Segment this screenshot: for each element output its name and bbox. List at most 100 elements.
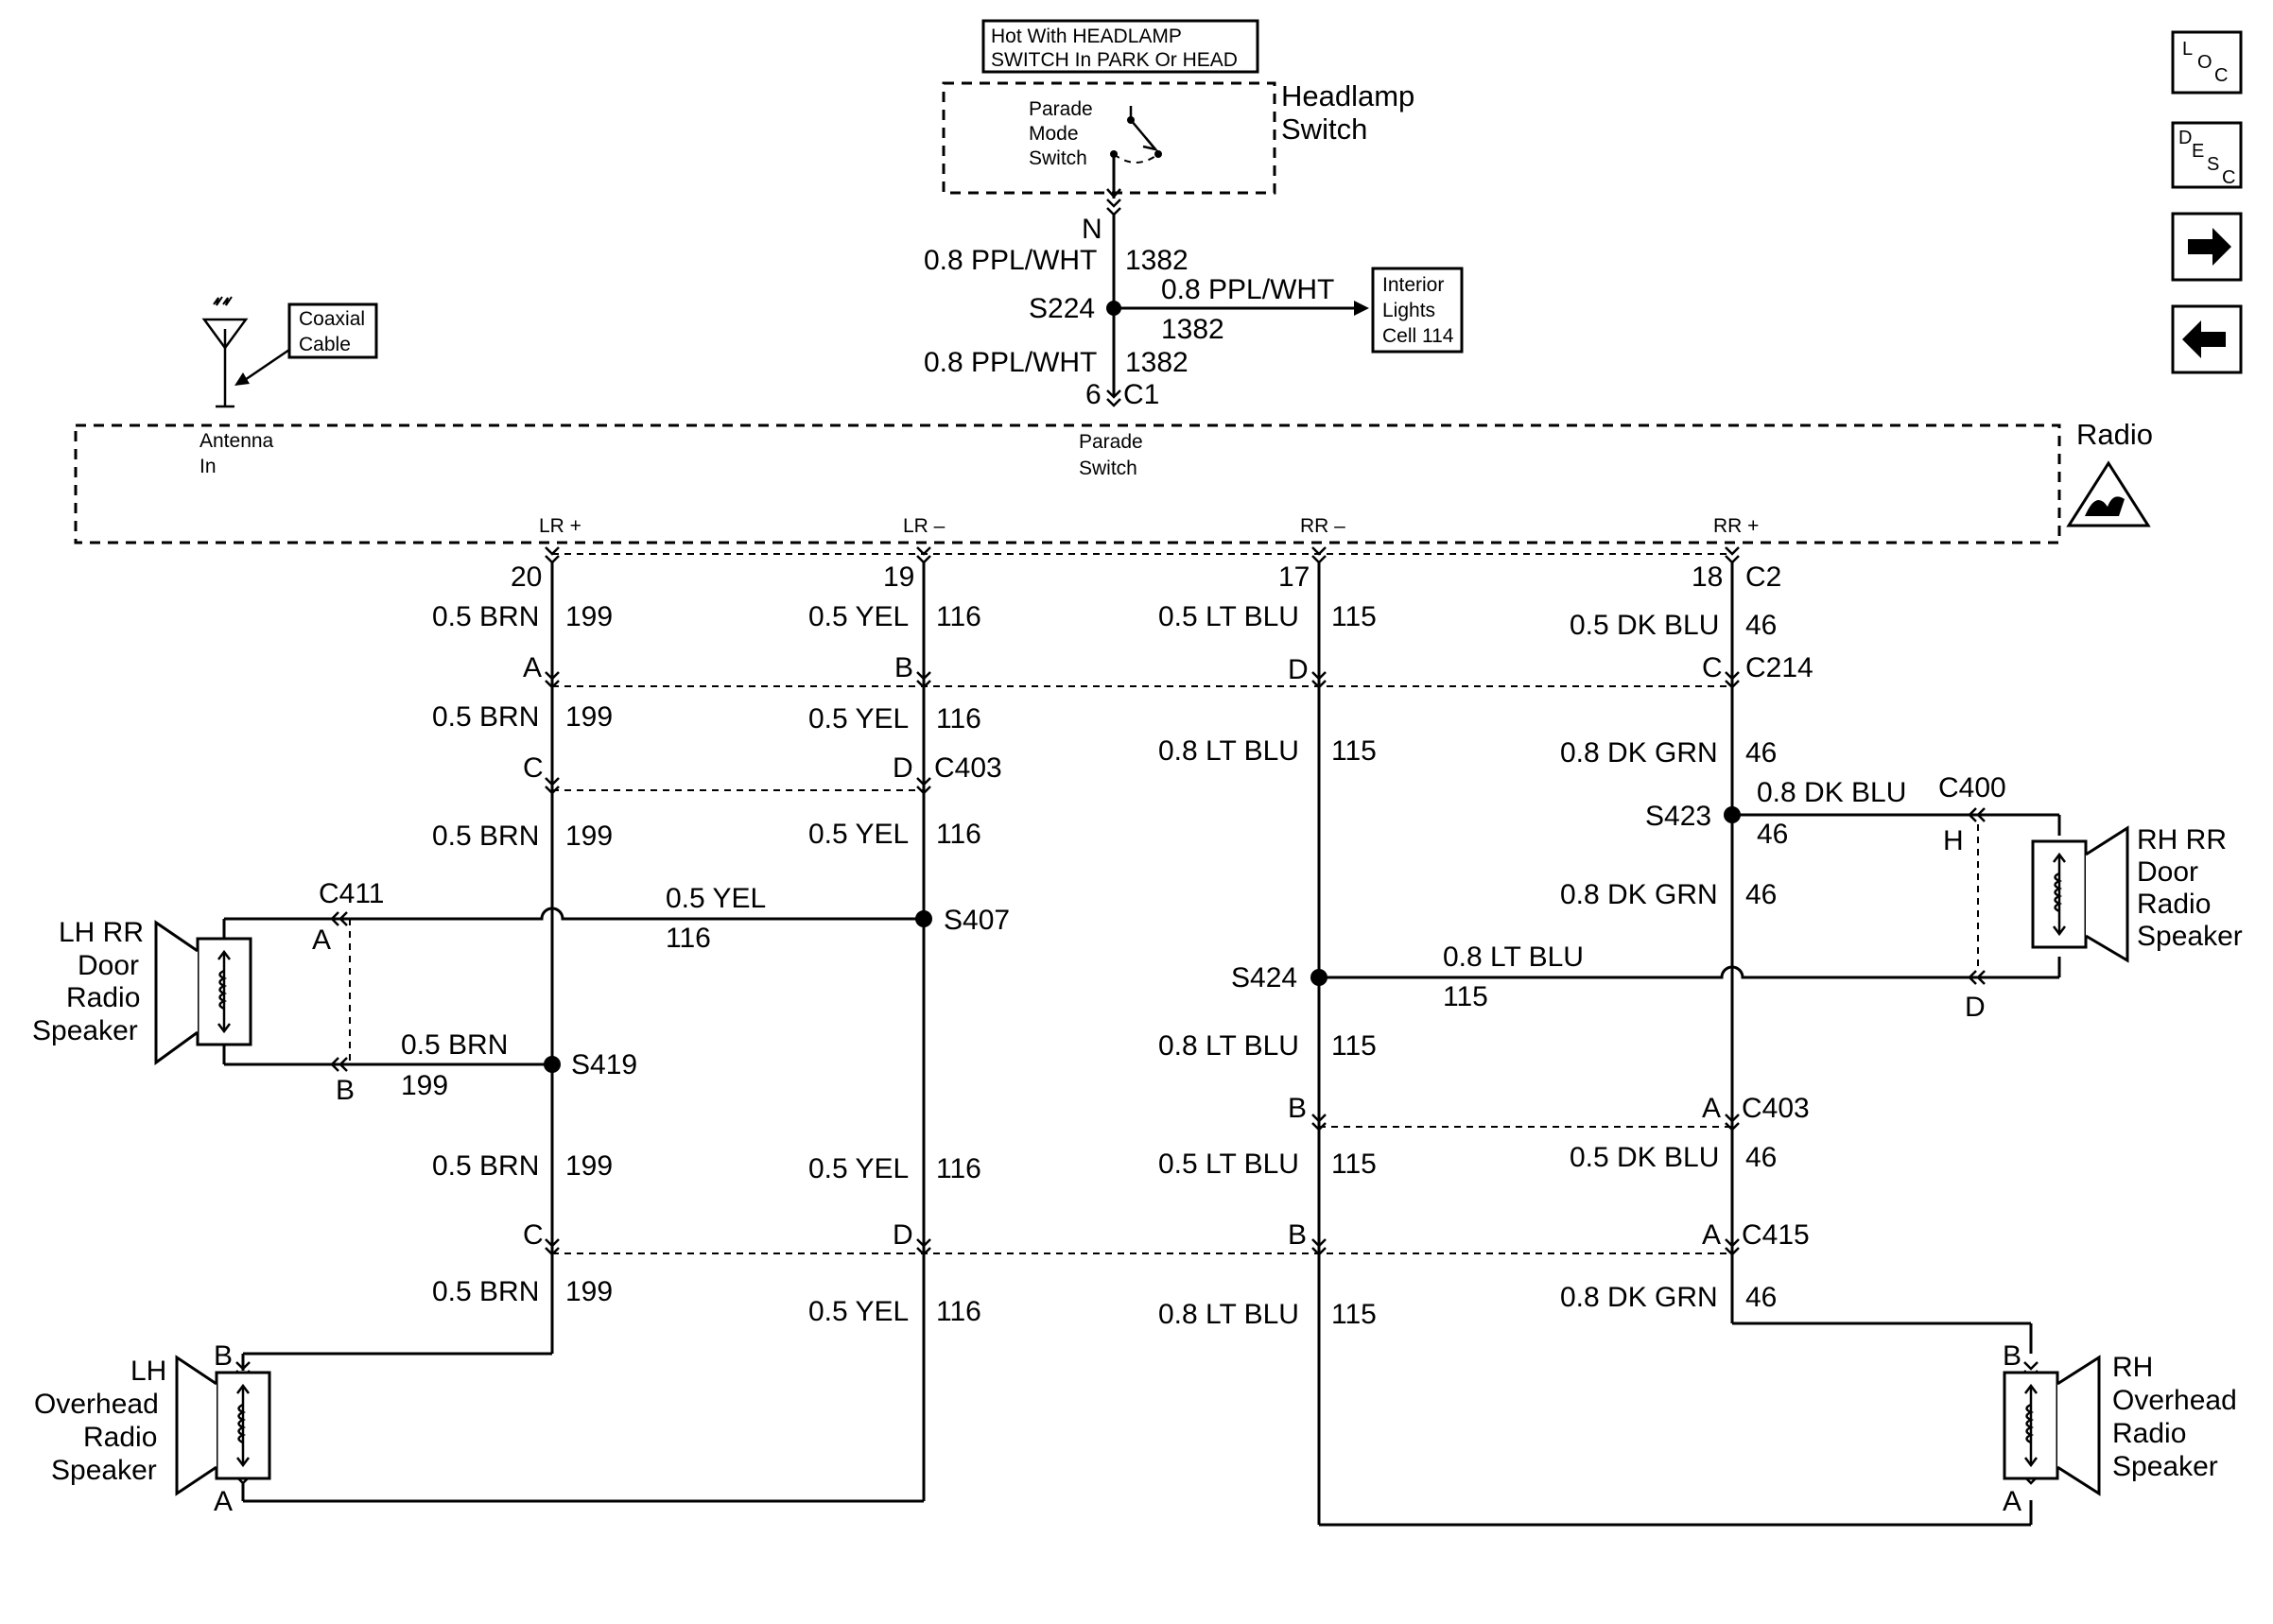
svg-text:115: 115 (1331, 601, 1377, 632)
rh-overhead-speaker-icon (2003, 1355, 2101, 1496)
svg-text:115: 115 (1331, 1030, 1377, 1062)
desc-button[interactable]: D E S C (2171, 121, 2243, 189)
next-page-button[interactable] (2171, 212, 2243, 282)
connector-c415: C415 (1742, 1219, 1810, 1251)
svg-text:Cell 114: Cell 114 (1382, 325, 1454, 347)
svg-text:Lights: Lights (1382, 300, 1435, 321)
svg-text:Coaxial: Coaxial (299, 308, 365, 330)
svg-text:Switch: Switch (1029, 147, 1087, 169)
svg-text:18: 18 (1692, 561, 1723, 593)
svg-text:In: In (200, 456, 217, 477)
svg-text:0.5 BRN: 0.5 BRN (432, 821, 539, 852)
svg-text:C: C (2214, 65, 2228, 86)
connector-c411: C411 (319, 878, 385, 909)
svg-text:6: 6 (1085, 379, 1102, 410)
svg-text:116: 116 (936, 601, 981, 632)
svg-text:0.5 DK BLU: 0.5 DK BLU (1570, 1142, 1719, 1173)
svg-text:1382: 1382 (1125, 347, 1189, 378)
svg-text:0.8 LT BLU: 0.8 LT BLU (1158, 735, 1299, 767)
svg-text:Parade: Parade (1079, 431, 1143, 453)
svg-text:Switch: Switch (1079, 458, 1137, 479)
connector-c400: C400 (1938, 772, 2006, 803)
svg-text:S419: S419 (571, 1049, 637, 1080)
svg-text:Door: Door (2137, 856, 2198, 888)
svg-text:0.5 YEL: 0.5 YEL (808, 1153, 909, 1184)
previous-page-button[interactable] (2171, 304, 2243, 374)
svg-text:0.8 DK GRN: 0.8 DK GRN (1560, 879, 1718, 910)
right-arrow-icon (2188, 228, 2231, 266)
svg-text:S224: S224 (1029, 293, 1095, 324)
svg-text:0.8 PPL/WHT: 0.8 PPL/WHT (1161, 274, 1334, 305)
svg-text:Speaker: Speaker (32, 1015, 138, 1046)
svg-text:0.5 LT BLU: 0.5 LT BLU (1158, 601, 1299, 632)
svg-text:Antenna: Antenna (200, 430, 274, 452)
svg-text:Radio: Radio (2112, 1418, 2186, 1449)
svg-text:0.8 LT BLU: 0.8 LT BLU (1158, 1299, 1299, 1330)
svg-text:B: B (2003, 1340, 2021, 1372)
svg-text:0.8 LT BLU: 0.8 LT BLU (1158, 1030, 1299, 1062)
svg-text:116: 116 (936, 1153, 981, 1184)
headlamp-switch-label: Headlamp (1281, 79, 1414, 112)
svg-text:0.5 YEL: 0.5 YEL (666, 883, 766, 914)
svg-text:Door: Door (78, 950, 139, 981)
splice-s407-branch (224, 907, 924, 921)
svg-text:0.8 DK GRN: 0.8 DK GRN (1560, 737, 1718, 769)
svg-text:199: 199 (565, 701, 613, 733)
antenna-icon (201, 296, 249, 408)
svg-text:115: 115 (1331, 1149, 1377, 1180)
svg-text:Overhead: Overhead (34, 1389, 159, 1420)
svg-text:A: A (523, 652, 542, 683)
svg-text:B: B (894, 652, 913, 683)
svg-text:0.8 DK BLU: 0.8 DK BLU (1757, 777, 1906, 808)
svg-text:Radio: Radio (66, 982, 140, 1013)
svg-text:116: 116 (666, 923, 711, 954)
svg-text:Cable: Cable (299, 334, 351, 355)
svg-text:B: B (1288, 1093, 1307, 1124)
svg-text:115: 115 (1331, 1299, 1377, 1330)
svg-text:S424: S424 (1231, 962, 1297, 993)
svg-text:Radio: Radio (83, 1422, 157, 1453)
svg-text:Radio: Radio (2137, 889, 2211, 920)
svg-text:SWITCH In PARK Or HEAD: SWITCH In PARK Or HEAD (991, 49, 1238, 71)
svg-text:46: 46 (1757, 819, 1788, 850)
svg-text:46: 46 (1745, 1282, 1777, 1313)
svg-text:199: 199 (565, 1276, 613, 1307)
pin-n: N (1082, 214, 1102, 245)
radio-box: Antenna In Parade Switch Radio LR + LR –… (74, 418, 2153, 544)
interior-lights-box: Interior Lights Cell 114 (1371, 267, 1464, 354)
svg-text:0.5 BRN: 0.5 BRN (432, 601, 539, 632)
svg-text:S423: S423 (1645, 801, 1711, 832)
svg-text:A: A (214, 1486, 233, 1517)
svg-text:RR +: RR + (1713, 515, 1759, 537)
svg-text:Speaker: Speaker (51, 1455, 157, 1486)
splice-s424-branch (1319, 965, 1978, 979)
svg-text:46: 46 (1745, 610, 1777, 641)
svg-text:LR –: LR – (903, 515, 946, 537)
loc-button[interactable]: L O C (2171, 30, 2243, 95)
headlamp-switch: Headlamp Switch Parade Mode Switch (942, 79, 1414, 199)
svg-text:C: C (1702, 652, 1723, 683)
svg-text:0.8 DK GRN: 0.8 DK GRN (1560, 1282, 1718, 1313)
svg-text:20: 20 (511, 561, 542, 593)
svg-text:A: A (312, 924, 331, 956)
svg-text:19: 19 (883, 561, 914, 593)
svg-text:0.5 YEL: 0.5 YEL (808, 703, 909, 734)
connector-c2: C2 (1745, 561, 1781, 593)
svg-text:S: S (2207, 154, 2219, 175)
svg-text:C403: C403 (1742, 1093, 1810, 1124)
svg-text:0.8 LT BLU: 0.8 LT BLU (1443, 942, 1584, 973)
svg-text:C1: C1 (1123, 379, 1159, 410)
svg-text:199: 199 (565, 821, 613, 852)
svg-text:0.5 YEL: 0.5 YEL (808, 1296, 909, 1327)
svg-text:H: H (1943, 825, 1964, 856)
connector-c403: C403 (934, 752, 1002, 784)
rh-rr-door-speaker-icon (2031, 825, 2129, 963)
left-arrow-icon (2182, 320, 2226, 358)
svg-text:D: D (1288, 654, 1309, 685)
svg-text:Interior: Interior (1382, 274, 1444, 296)
svg-text:199: 199 (401, 1070, 448, 1101)
svg-text:0.5 BRN: 0.5 BRN (432, 1276, 539, 1307)
svg-text:0.5 BRN: 0.5 BRN (432, 1150, 539, 1182)
svg-text:0.5 YEL: 0.5 YEL (808, 819, 909, 850)
svg-text:0.8 PPL/WHT: 0.8 PPL/WHT (924, 347, 1097, 378)
